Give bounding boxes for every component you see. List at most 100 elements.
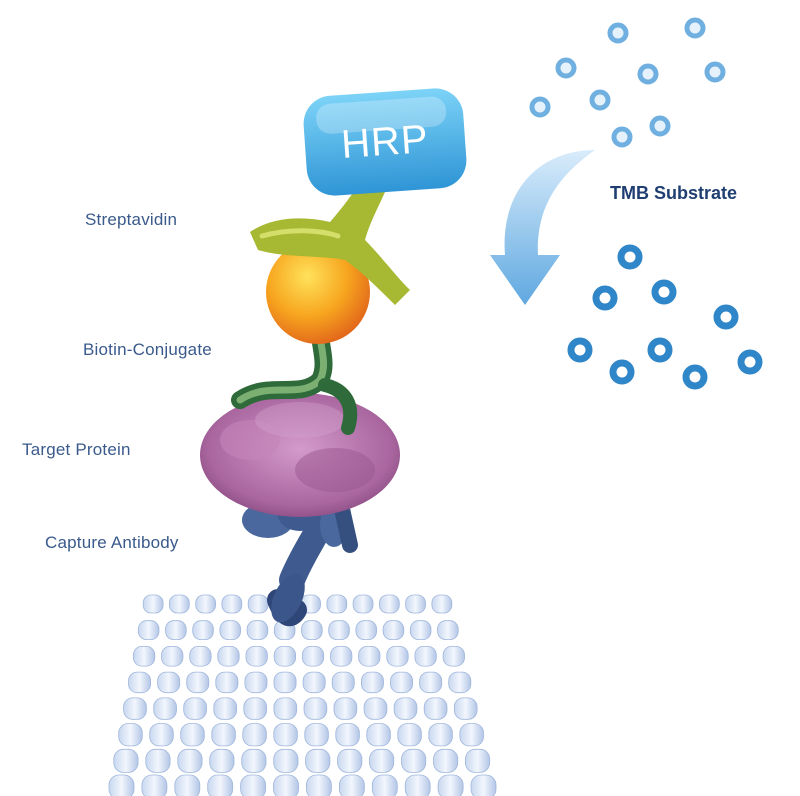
plate-well	[433, 748, 459, 773]
plate-well	[273, 697, 298, 720]
plate-well	[464, 748, 491, 773]
plate-well	[366, 723, 391, 747]
target-protein-shape	[200, 393, 400, 517]
plate-well	[153, 697, 177, 720]
plate-well	[378, 594, 400, 614]
capture-antibody-label: Capture Antibody	[45, 533, 179, 552]
plate-well	[405, 594, 426, 614]
plate-well	[453, 697, 478, 720]
substrate-dot	[737, 349, 763, 375]
plate-well	[211, 723, 236, 747]
plate-well	[195, 594, 216, 614]
plate-well	[242, 723, 267, 747]
plate-well	[442, 646, 465, 667]
plate-well	[301, 646, 325, 667]
plate-well	[337, 748, 363, 773]
streptavidin-label: Streptavidin	[85, 210, 178, 229]
plate-well	[382, 620, 405, 641]
plate-well	[431, 594, 453, 614]
plate-well	[145, 748, 171, 773]
plate-well	[273, 723, 298, 747]
plate-well	[301, 620, 323, 641]
plate-well	[132, 646, 156, 667]
plate-well	[273, 748, 299, 773]
plate-well	[240, 774, 266, 796]
plate-well	[371, 774, 398, 796]
plate-well	[137, 620, 160, 641]
target-protein-label: Target Protein	[22, 440, 131, 459]
plate-well	[326, 594, 348, 614]
plate-well	[141, 774, 168, 796]
plate-well	[437, 774, 464, 796]
plate-well	[215, 671, 239, 694]
plate-well	[186, 671, 210, 694]
plate-well	[404, 774, 431, 796]
plate-well	[149, 723, 174, 747]
plate-well	[168, 594, 190, 614]
plate-well	[165, 620, 187, 641]
curved-arrow-down-icon	[490, 150, 595, 305]
tmb-substrate-dots	[529, 17, 763, 390]
plate-well	[273, 671, 297, 694]
biotin-conjugate-label: Biotin-Conjugate	[83, 340, 212, 359]
plate-well	[419, 671, 443, 694]
microplate-wells-icon	[108, 594, 497, 796]
plate-well	[113, 748, 139, 773]
plate-well	[273, 774, 299, 796]
plate-well	[174, 774, 201, 796]
plate-well	[243, 697, 268, 720]
plate-well	[128, 671, 152, 694]
substrate-dot	[609, 359, 635, 385]
plate-well	[352, 594, 374, 614]
substrate-dot	[682, 364, 708, 390]
plate-well	[437, 620, 459, 641]
plate-well	[247, 594, 269, 614]
plate-well	[397, 723, 422, 747]
plate-well	[244, 671, 268, 694]
plate-well	[245, 646, 268, 667]
plate-well	[221, 594, 243, 614]
plate-well	[241, 748, 267, 773]
plate-well	[302, 671, 326, 694]
plate-well	[339, 774, 365, 796]
plate-well	[386, 646, 409, 667]
substrate-dot	[555, 57, 577, 79]
plate-well	[180, 723, 205, 747]
plate-well	[213, 697, 238, 720]
plate-well	[217, 646, 240, 667]
substrate-dot	[713, 304, 739, 330]
substrate-dot	[607, 22, 629, 44]
plate-well	[207, 774, 234, 796]
streptavidin-shape	[250, 180, 410, 305]
plate-well	[209, 748, 235, 773]
plate-well	[393, 697, 418, 720]
plate-well	[108, 774, 135, 796]
plate-well	[305, 748, 331, 773]
substrate-dot	[529, 96, 551, 118]
plate-well	[369, 748, 395, 773]
plate-well	[161, 646, 184, 667]
plate-well	[219, 620, 241, 641]
substrate-dot	[647, 337, 673, 363]
plate-well	[360, 671, 384, 694]
substrate-dot	[637, 63, 659, 85]
plate-well	[142, 594, 164, 614]
plate-well	[428, 723, 453, 747]
plate-well	[157, 671, 181, 694]
substrate-dot	[704, 61, 726, 83]
plate-well	[423, 697, 448, 720]
biotin-sphere	[266, 240, 370, 344]
plate-well	[330, 646, 353, 667]
substrate-dot	[617, 244, 643, 270]
plate-well	[333, 697, 358, 720]
substrate-dot	[589, 89, 611, 111]
substrate-dot	[649, 115, 671, 137]
plate-well	[414, 646, 437, 667]
plate-well	[273, 646, 297, 667]
plate-well	[304, 723, 329, 747]
substrate-dot	[567, 337, 593, 363]
plate-well	[328, 620, 350, 641]
plate-well	[409, 620, 432, 641]
plate-well	[189, 646, 212, 667]
